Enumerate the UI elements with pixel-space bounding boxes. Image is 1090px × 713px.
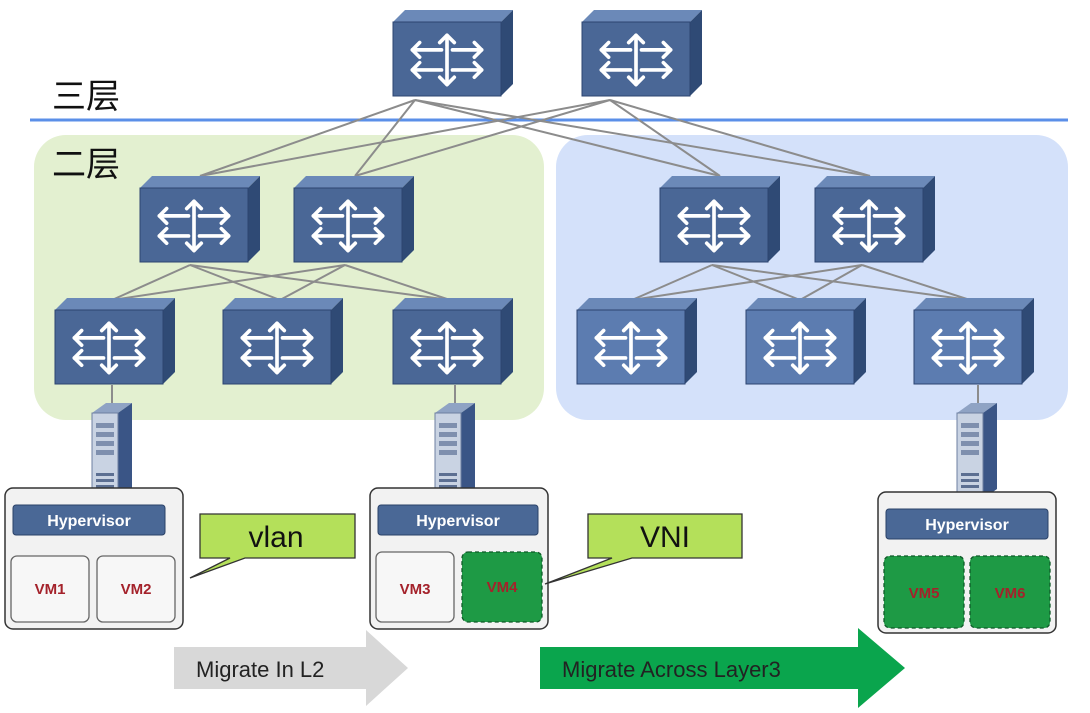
network-switch-icon <box>745 298 866 385</box>
connection-lines <box>111 99 979 408</box>
network-switch-icon <box>913 298 1034 385</box>
server-layer <box>91 403 997 500</box>
hypervisor-bar <box>12 504 166 536</box>
migrate-l2-arrow: Migrate In L2 <box>174 630 408 706</box>
hypervisor-label: Hypervisor <box>416 513 500 530</box>
network-switch-icon <box>581 10 702 97</box>
hypervisor-label: Hypervisor <box>925 517 1009 534</box>
network-switch-icon <box>576 298 697 385</box>
network-switch-icon <box>659 176 780 263</box>
vm-label: VM4 <box>487 579 519 596</box>
l3-label: 三层 <box>52 77 120 117</box>
vm-label: VM6 <box>995 585 1026 602</box>
migrate-l3-arrow: Migrate Across Layer3 <box>540 628 905 708</box>
vm-box <box>10 555 90 623</box>
network-switch-icon <box>54 298 175 385</box>
network-switch-icon <box>392 298 513 385</box>
vni-callout: VNI <box>544 513 743 585</box>
network-switch-icon <box>222 298 343 385</box>
network-switch-icon <box>392 10 513 97</box>
vm-box-migrated <box>461 551 543 623</box>
hypervisor-bar <box>377 504 539 536</box>
vm-box-migrated <box>883 555 965 629</box>
vm-label: VM1 <box>35 581 66 598</box>
network-switch-icon <box>139 176 260 263</box>
vm-label: VM2 <box>121 581 152 598</box>
vm-box <box>96 555 176 623</box>
network-switch-icon <box>293 176 414 263</box>
host-box-3: Hypervisor VM5 VM6 <box>877 491 1057 634</box>
server-tower-icon <box>91 403 132 500</box>
vlan-callout: vlan <box>189 513 356 579</box>
vm-label: VM3 <box>400 581 431 598</box>
host-box-2: Hypervisor VM3 VM4 <box>369 487 549 630</box>
hypervisor-label: Hypervisor <box>47 513 131 530</box>
network-switch-icon <box>814 176 935 263</box>
server-tower-icon <box>434 403 475 500</box>
hypervisor-bar <box>885 508 1049 540</box>
vm-label: VM5 <box>909 585 940 602</box>
host-box-1: Hypervisor VM1 VM2 <box>4 487 184 630</box>
l2-label: 二层 <box>52 145 120 185</box>
server-tower-icon <box>956 403 997 500</box>
migrate-l2-label: Migrate In L2 <box>196 657 324 682</box>
vm-box <box>375 551 455 623</box>
migrate-l3-label: Migrate Across Layer3 <box>562 657 781 682</box>
vlan-callout-text: vlan <box>248 521 303 554</box>
vni-callout-text: VNI <box>640 521 690 554</box>
vm-box-migrated <box>969 555 1051 629</box>
switch-layer <box>54 10 1034 385</box>
